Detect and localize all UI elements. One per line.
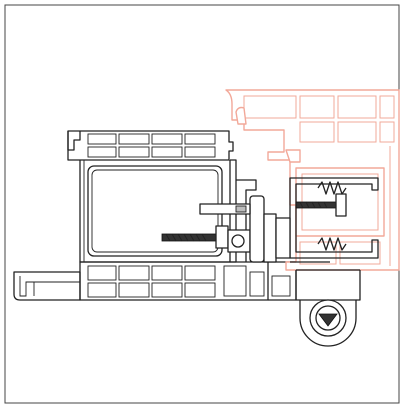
frame-chamber	[87, 133, 117, 145]
lock-mount	[356, 270, 361, 301]
hinge-leaf	[263, 213, 277, 263]
spring-icon	[317, 181, 347, 251]
sash-chamber	[337, 121, 377, 143]
frame-sill-lip	[13, 271, 81, 301]
upper-screw-thread	[299, 201, 328, 209]
upper-screw-head	[335, 193, 347, 217]
frame-chamber	[151, 146, 183, 158]
frame-chamber	[87, 146, 117, 158]
frame-chamber	[184, 133, 216, 145]
sash-chamber	[299, 241, 337, 265]
screw-thread	[165, 233, 207, 242]
sash-chamber	[299, 95, 335, 119]
frame-chamber	[271, 275, 291, 297]
lock-cylinder-icon	[295, 270, 361, 347]
frame-chamber	[184, 265, 216, 281]
sash-gasket	[285, 149, 301, 163]
frame-profile	[13, 130, 297, 301]
sash-chamber	[339, 241, 381, 265]
hinge-bolt-cap	[235, 205, 247, 213]
steel-u-profile	[289, 177, 379, 259]
frame-sill-lip-inner	[19, 276, 80, 297]
frame-chamber	[151, 282, 183, 298]
lower-spring	[317, 237, 347, 251]
frame-hook	[67, 131, 81, 151]
frame-chamber	[184, 282, 216, 298]
sash-gasket	[235, 106, 247, 125]
lock-mount	[295, 270, 300, 301]
hinge-leaf-2	[275, 217, 291, 259]
frame-chamber	[87, 265, 117, 281]
screw-icon	[295, 193, 347, 217]
sash-chamber	[243, 95, 297, 119]
screw-icon	[161, 225, 229, 249]
frame-chamber	[118, 265, 150, 281]
hinge-plate	[249, 195, 265, 263]
frame-bottom-wall	[79, 261, 269, 301]
hinge-hardware	[199, 195, 291, 263]
frame-chamber	[151, 133, 183, 145]
sash-chamber	[379, 121, 395, 143]
sash-chamber	[299, 121, 335, 143]
frame-chamber	[223, 265, 247, 297]
hinge-pin	[231, 234, 245, 248]
frame-chamber	[87, 282, 117, 298]
sash-chamber	[379, 95, 395, 119]
frame-chamber	[118, 146, 150, 158]
reinforcement-steel	[289, 177, 379, 259]
frame-chamber	[249, 271, 265, 297]
hinge-bolt	[199, 203, 251, 215]
frame-chamber	[118, 133, 150, 145]
screw-head	[215, 225, 229, 249]
upper-spring	[317, 181, 347, 195]
sash-hardware-rail	[290, 261, 360, 271]
frame-chamber	[184, 146, 216, 158]
screw-shank	[161, 233, 217, 242]
lock-keyhole	[318, 313, 338, 327]
frame-chamber	[118, 282, 150, 298]
frame-top-wall	[67, 130, 234, 161]
frame-chamber	[151, 265, 183, 281]
sash-chamber	[337, 95, 377, 119]
